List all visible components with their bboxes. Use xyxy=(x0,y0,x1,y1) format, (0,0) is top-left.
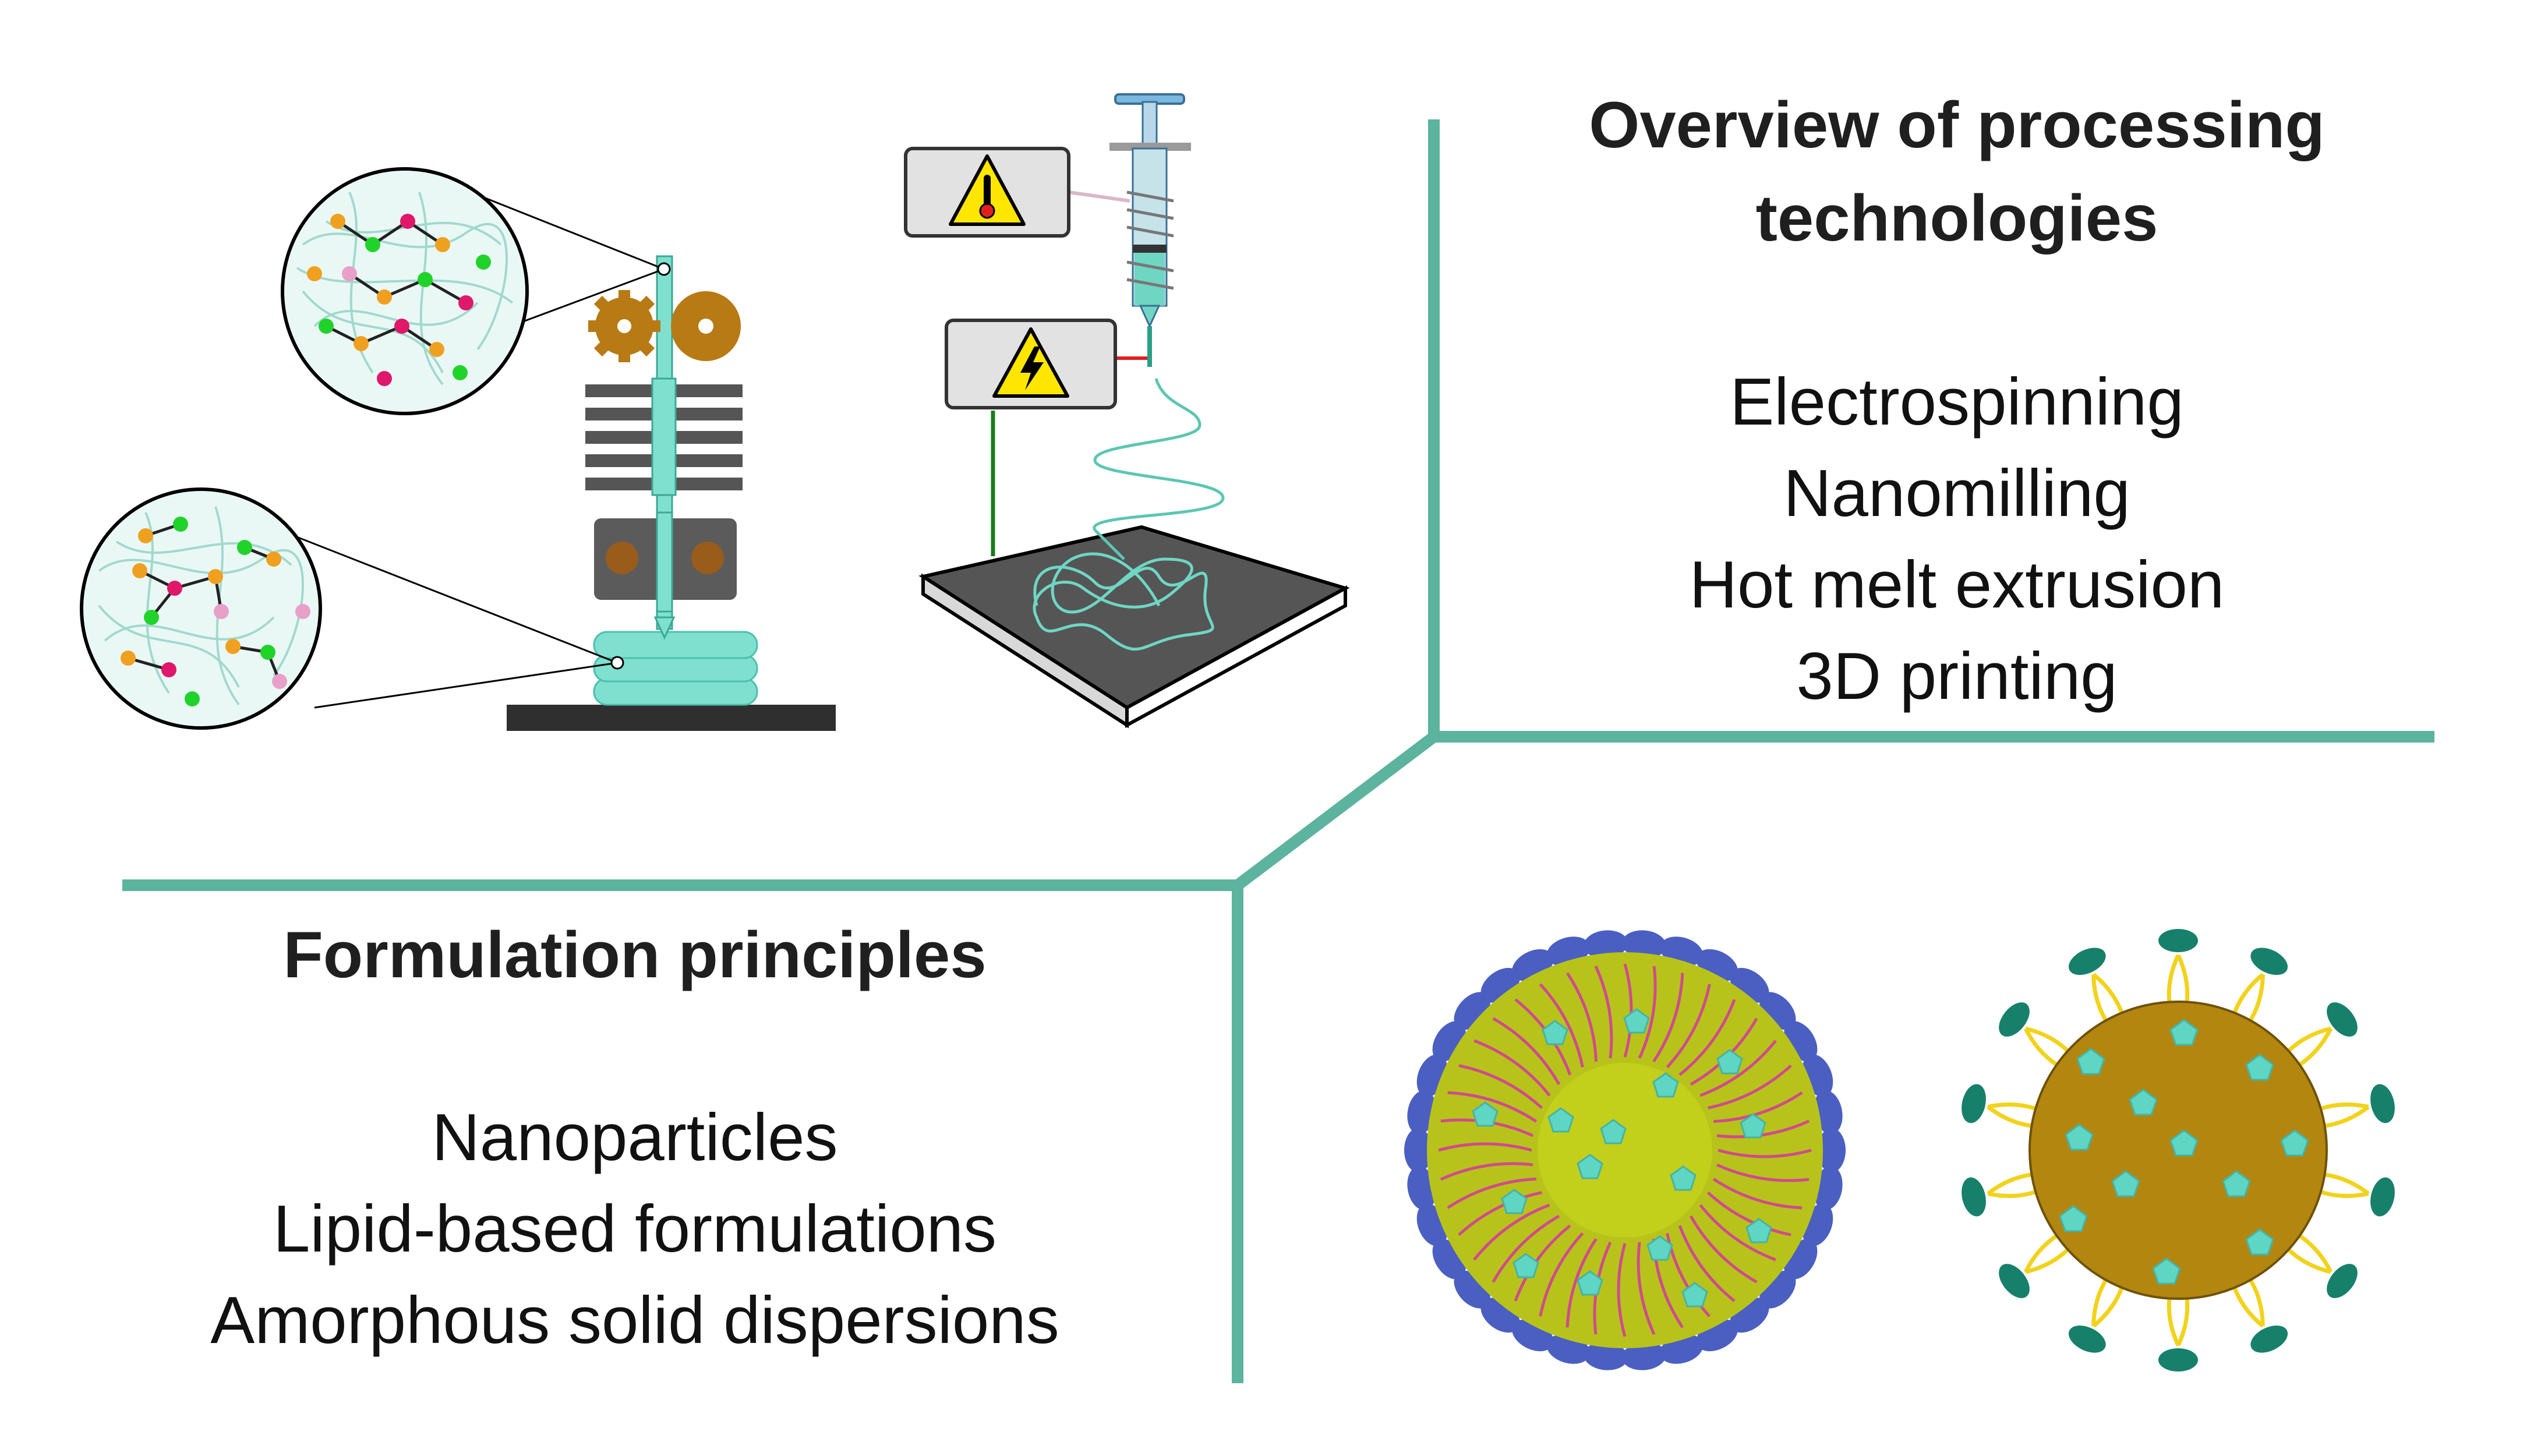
lipid-tail xyxy=(1638,966,1657,1059)
list-item: 3D printing xyxy=(1796,639,2118,713)
shell-bead xyxy=(1621,930,1666,959)
ligand xyxy=(2158,929,2198,1008)
processing-heading: Overview of processing technologies xyxy=(1491,79,2423,265)
list-item: Amorphous solid dispersions xyxy=(210,1284,1059,1358)
drug-molecules-bottom xyxy=(121,517,310,706)
electrospinning-setup xyxy=(904,93,1350,729)
list-item: Lipid-based formulations xyxy=(273,1192,997,1266)
lipid-tail xyxy=(1566,972,1598,1062)
shell-bead xyxy=(1584,1342,1628,1370)
thermometer-warning-icon xyxy=(949,154,1026,226)
lipid-micelle xyxy=(1404,930,1846,1370)
lipid-tail xyxy=(1699,1204,1776,1261)
fdm-3d-printer xyxy=(80,167,836,731)
ligand xyxy=(2068,1274,2126,1353)
syringe xyxy=(1109,93,1191,367)
ligand xyxy=(2314,1084,2395,1129)
lipid-tail xyxy=(1666,984,1711,1069)
lipid-tail xyxy=(1473,1203,1550,1261)
divider-diagonal xyxy=(1234,732,1438,890)
jet-whip xyxy=(1093,378,1225,560)
heater-fins xyxy=(585,377,743,496)
collector-plate xyxy=(918,525,1350,729)
drug-molecules-top xyxy=(307,214,491,386)
lipid-tail xyxy=(1699,1040,1777,1097)
drive-wheel xyxy=(671,291,741,361)
lipid-tail xyxy=(1492,1214,1560,1283)
ligand xyxy=(1962,1172,2042,1217)
formulation-principles-list: Nanoparticles Lipid-based formulations A… xyxy=(111,1092,1159,1366)
loaded-drug-particles xyxy=(2059,1019,2309,1285)
lipid-tail xyxy=(1565,1238,1598,1328)
ligand xyxy=(2158,1292,2198,1372)
ligand xyxy=(1962,1084,2042,1129)
lipid-tail xyxy=(1594,965,1613,1059)
encapsulated-drug-particles xyxy=(1472,1008,1772,1307)
lipid-tail xyxy=(1713,1091,1803,1123)
lipid-tail xyxy=(1617,1243,1627,1337)
ligand xyxy=(2231,1274,2288,1353)
polymer-network-zoom-top xyxy=(281,167,529,415)
ligand xyxy=(2068,948,2126,1027)
lipid-tail xyxy=(1492,1017,1561,1086)
high-voltage-warning-icon xyxy=(992,327,1069,398)
ligand xyxy=(1999,1002,2073,1070)
lipid-tail xyxy=(1539,983,1584,1068)
fiber-mat xyxy=(1033,552,1214,651)
lipid-tail xyxy=(1637,1242,1656,1335)
polymer-network-zoom-bottom xyxy=(80,487,322,730)
lipid-tail xyxy=(1447,1091,1538,1123)
micelle-tails xyxy=(1438,963,1812,1337)
ligand xyxy=(2283,1231,2358,1298)
lipid-tail xyxy=(1473,1039,1551,1097)
processing-heading-line2: technologies xyxy=(1755,182,2158,255)
lipid-tail xyxy=(1712,1178,1803,1210)
print-bed xyxy=(507,705,836,731)
gear-icon xyxy=(588,290,660,362)
shell-bead xyxy=(1818,1128,1846,1172)
printed-layers xyxy=(593,631,758,706)
ligand xyxy=(2231,948,2288,1027)
temperature-controller xyxy=(904,147,1070,238)
processing-heading-line1: Overview of processing xyxy=(1589,89,2325,161)
lipid-tail xyxy=(1717,1148,1812,1158)
lipid-tail xyxy=(1678,999,1736,1076)
processing-technologies-list: Electrospinning Nanomilling Hot melt ext… xyxy=(1491,356,2423,722)
functionalized-nanoparticle xyxy=(1962,929,2395,1372)
shell-bead xyxy=(1404,1128,1432,1172)
formulation-heading-line: Formulation principles xyxy=(283,918,987,991)
lipid-tail xyxy=(1438,1142,1532,1152)
ligand xyxy=(2314,1172,2395,1217)
list-item: Electrospinning xyxy=(1730,365,2184,439)
lipid-tail xyxy=(1716,1119,1810,1139)
lipid-tail xyxy=(1706,1191,1791,1236)
micelle-shell xyxy=(1404,930,1846,1370)
list-item: Nanomilling xyxy=(1783,457,2130,531)
lipid-tail xyxy=(1539,1232,1584,1317)
high-voltage-supply xyxy=(945,319,1117,409)
lipid-tail xyxy=(1458,1191,1542,1236)
lipid-tail xyxy=(1447,1177,1536,1209)
lipid-tail xyxy=(1678,1225,1736,1302)
list-item: Nanoparticles xyxy=(432,1101,838,1175)
lipid-tail xyxy=(1716,1163,1810,1182)
formulation-heading: Formulation principles xyxy=(111,909,1159,1002)
list-item: Hot melt extrusion xyxy=(1689,548,2225,622)
shell-bead xyxy=(1584,930,1628,959)
lipid-tail xyxy=(1514,1224,1571,1302)
lipid-tail xyxy=(1440,1162,1533,1181)
lipid-tail xyxy=(1652,973,1684,1063)
lipid-tail xyxy=(1708,1064,1792,1109)
lipid-tail xyxy=(1458,1064,1543,1109)
heater-block xyxy=(594,511,737,613)
ligand xyxy=(2283,1002,2358,1070)
quadrant-dividers xyxy=(122,119,2434,1383)
ligand xyxy=(1999,1231,2073,1298)
lipid-tail xyxy=(1689,1215,1758,1284)
lipid-tail xyxy=(1623,963,1633,1058)
shell-bead xyxy=(1621,1342,1666,1370)
